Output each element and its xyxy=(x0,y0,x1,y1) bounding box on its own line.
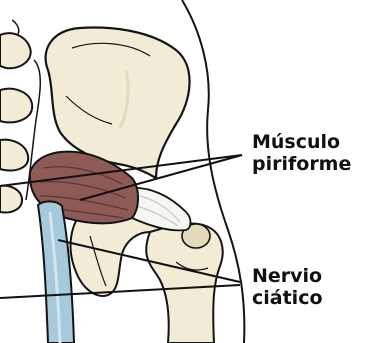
nerve-label-line1: Nervio xyxy=(252,265,322,287)
nerve-label: Nervio ciático xyxy=(252,265,323,309)
muscle-label: Músculo piriforme xyxy=(252,131,351,175)
muscle-label-line1: Músculo xyxy=(252,131,340,153)
nerve-label-line2: ciático xyxy=(252,287,323,309)
femur-bone xyxy=(146,224,222,343)
muscle-label-line2: piriforme xyxy=(252,153,351,175)
sciatic-nerve xyxy=(38,201,74,343)
